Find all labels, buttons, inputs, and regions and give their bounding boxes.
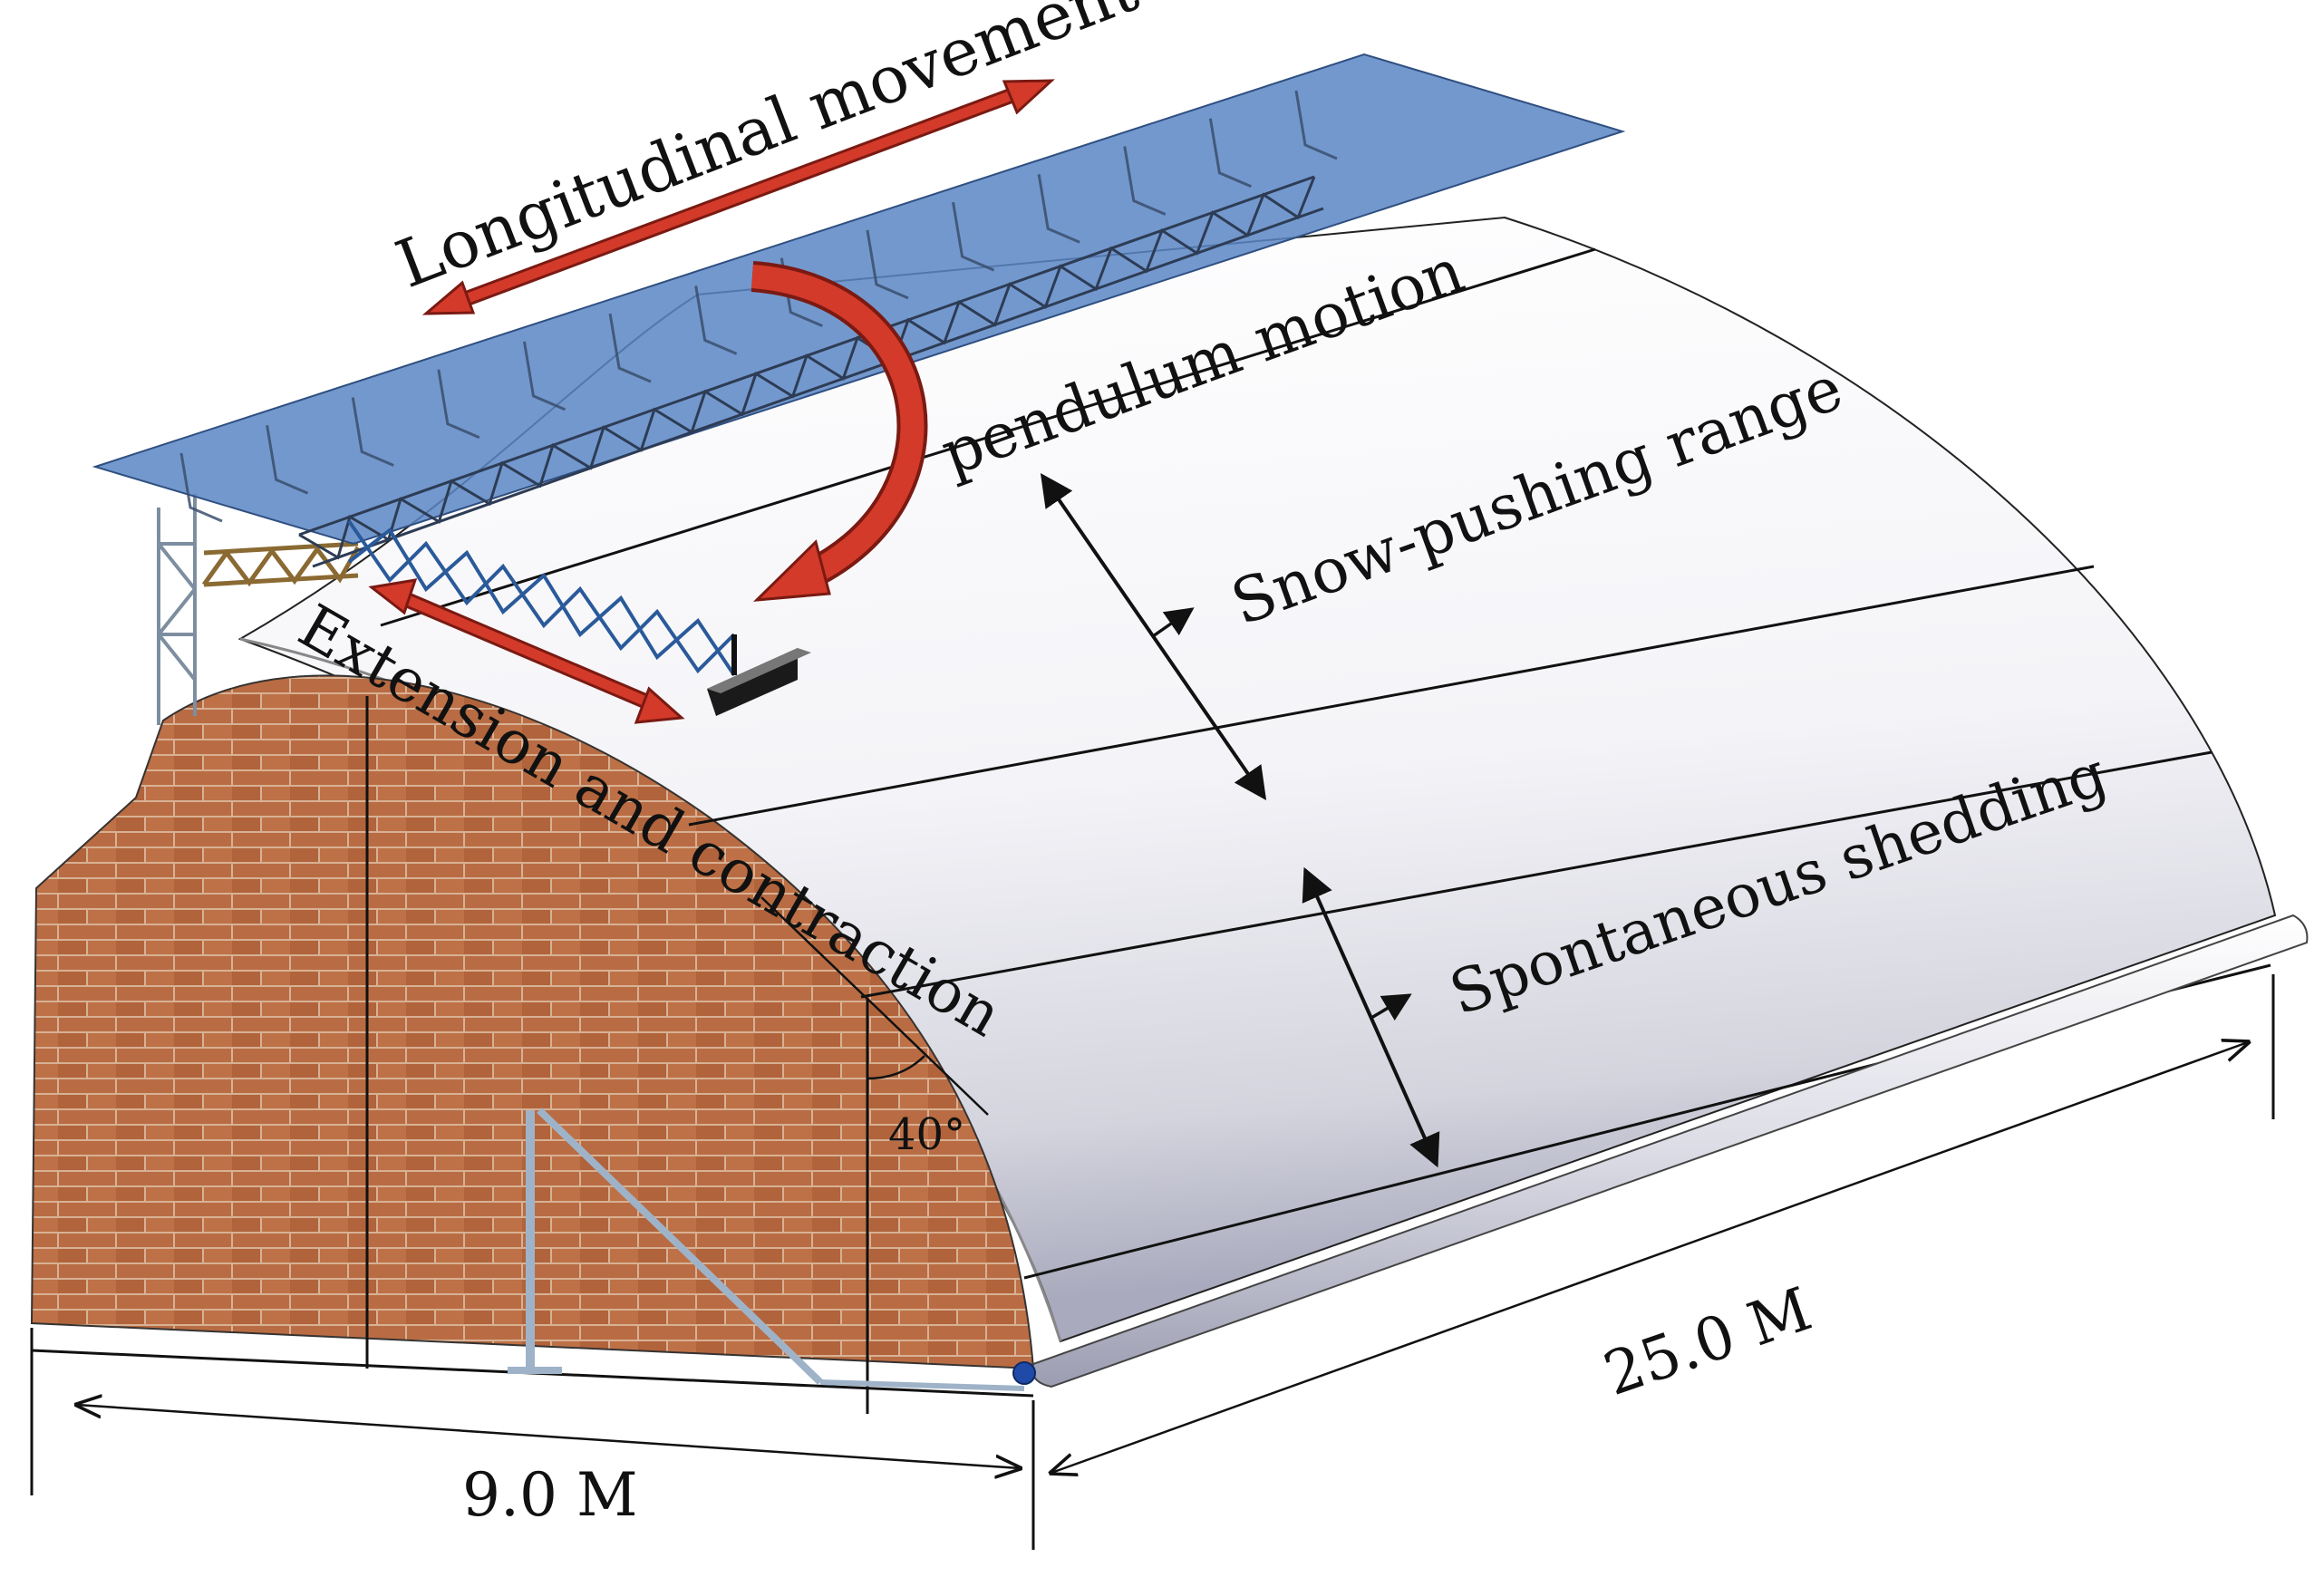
truss-beam — [298, 175, 1324, 568]
length-dimension — [1051, 1042, 2248, 1473]
strut-foot — [819, 1379, 1025, 1391]
spontaneous-pointer — [1370, 993, 1412, 1021]
pipe-end-cap — [1012, 1361, 1036, 1385]
left-support-frame — [157, 494, 197, 725]
roof-line-3 — [860, 750, 2213, 999]
snow-blade — [707, 634, 811, 716]
span-dimension — [77, 1405, 1020, 1468]
tangent-line — [760, 896, 871, 1002]
brick-gable-wall — [30, 674, 1035, 1370]
scissor-arm — [347, 519, 736, 677]
label-span-9m: 9.0 M — [462, 1460, 638, 1530]
strut-diagonal — [537, 1108, 823, 1385]
brown-truss — [201, 541, 361, 587]
rail-hanging-frames — [179, 90, 1338, 523]
angle-arc — [867, 1055, 925, 1080]
label-angle: 40° — [888, 1109, 965, 1160]
wall-shade — [32, 675, 1033, 1369]
roof-line-2 — [688, 565, 2095, 827]
longitudinal-arrow — [421, 79, 1055, 315]
roof-line-1 — [380, 247, 1596, 627]
label-length-25m: 25.0 M — [1595, 1274, 1820, 1409]
extension-arrow — [368, 578, 685, 724]
angle-arm — [867, 998, 989, 1116]
snow-pushing-pointer — [1151, 607, 1195, 638]
pendulum-arrow — [750, 261, 928, 602]
